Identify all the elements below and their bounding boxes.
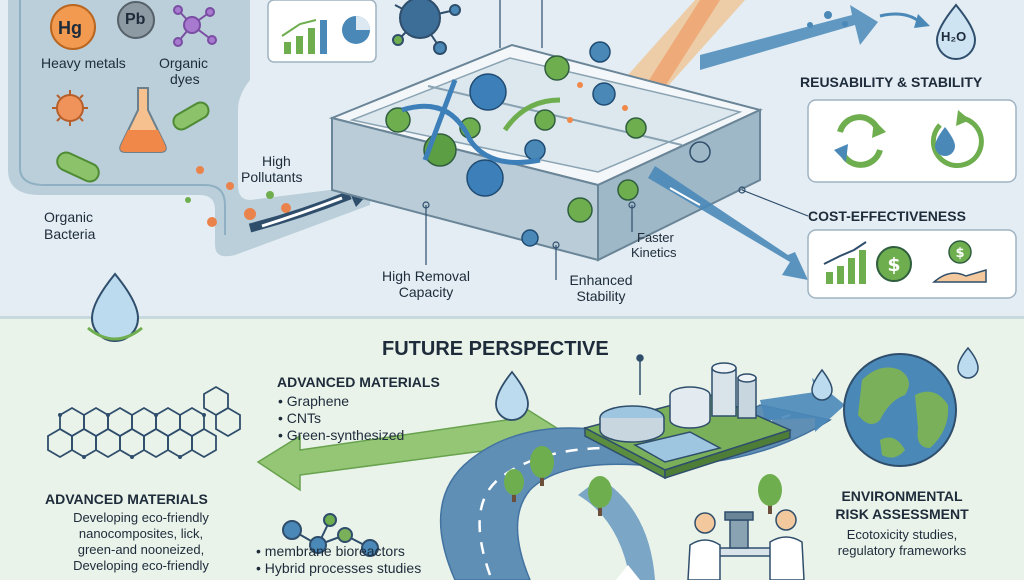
high-removal-label-line1: High Removal — [382, 268, 470, 284]
svg-text:$: $ — [955, 246, 964, 261]
svg-text:$: $ — [887, 254, 900, 276]
pb-circle-icon — [117, 1, 155, 39]
h2o-label: H₂O — [941, 29, 967, 44]
future-perspective-title: FUTURE PERSPECTIVE — [382, 338, 609, 360]
tree-icons — [504, 446, 782, 516]
organic-dyes-label-line2: dyes — [170, 71, 200, 87]
risk-assessment-text: Ecotoxicity studies, regulatory framewor… — [837, 527, 967, 558]
panel-divider — [0, 316, 1024, 319]
organic-bacteria-label-line1: Organic — [44, 209, 94, 225]
advanced-materials-top-title: ADVANCED MATERIALS — [277, 374, 440, 390]
risk-assessment-title-line2: RISK ASSESSMENT — [835, 506, 969, 522]
high-pollutants-label-line1: High — [262, 153, 291, 169]
virus-icon — [52, 90, 88, 126]
scientists-lab-icon — [687, 509, 805, 580]
advanced-material-item: Green-synthesized — [278, 427, 405, 444]
high-pollutants-label-line2: Pollutants — [241, 169, 303, 185]
reusability-title: REUSABILITY & STABILITY — [800, 74, 983, 90]
dye-molecule-icon — [173, 5, 217, 47]
process-item: membrane bioreactors — [256, 543, 421, 560]
clean-water-arrow — [700, 5, 878, 70]
water-drop-icon — [90, 272, 140, 342]
bar-chart-icon — [823, 241, 867, 284]
faster-kinetics-label-line1: Faster — [637, 230, 674, 245]
advanced-materials-left-title: ADVANCED MATERIALS — [45, 491, 208, 507]
flask-icon — [119, 87, 167, 153]
advanced-material-item: Graphene — [278, 393, 404, 410]
faster-kinetics-label-line2: Kinetics — [631, 245, 677, 260]
wastewater-pipe — [8, 0, 370, 257]
process-item: Hybrid processes studies — [256, 560, 421, 577]
advanced-materials-left-text: Developing eco-friendly nanocomposites, … — [73, 510, 209, 573]
hg-circle-icon — [50, 4, 96, 50]
earth-globe-icon — [843, 353, 957, 467]
pb-label: Pb — [125, 11, 146, 28]
treatment-plant-icon — [582, 354, 793, 480]
enhanced-stability-label-line1: Enhanced — [569, 272, 633, 288]
hand-coin-icon: $ — [932, 240, 987, 283]
graphene-lattice-icon — [47, 385, 241, 459]
organic-bacteria-label-line2: Bacteria — [44, 226, 96, 242]
pollutant-particles — [196, 166, 291, 227]
organic-dyes-label-line1: Organic — [159, 55, 209, 71]
high-removal-label-line2: Capacity — [398, 284, 454, 300]
water-recycle-icon — [930, 110, 984, 169]
water-drop-h2o-icon — [935, 3, 977, 60]
reusability-card — [807, 99, 1017, 183]
cost-effectiveness-title: COST-EFFECTIVENESS — [808, 208, 966, 224]
bacteria-icon — [56, 101, 210, 183]
process-list: membrane bioreactors Hybrid processes st… — [256, 543, 421, 577]
enhanced-stability-label-line2: Stability — [576, 288, 626, 304]
heavy-metals-label: Heavy metals — [41, 55, 126, 71]
advanced-materials-top-list: Graphene CNTs Green-synthesized — [278, 393, 405, 444]
advanced-material-item: CNTs — [278, 410, 404, 427]
effluent-arrow — [648, 166, 808, 280]
dollar-coin-icon — [876, 246, 912, 282]
nanoparticle-cluster-icon — [392, 0, 461, 55]
risk-assessment-title-line1: ENVIRONMENTAL — [841, 488, 963, 504]
hg-label: Hg — [58, 18, 82, 38]
